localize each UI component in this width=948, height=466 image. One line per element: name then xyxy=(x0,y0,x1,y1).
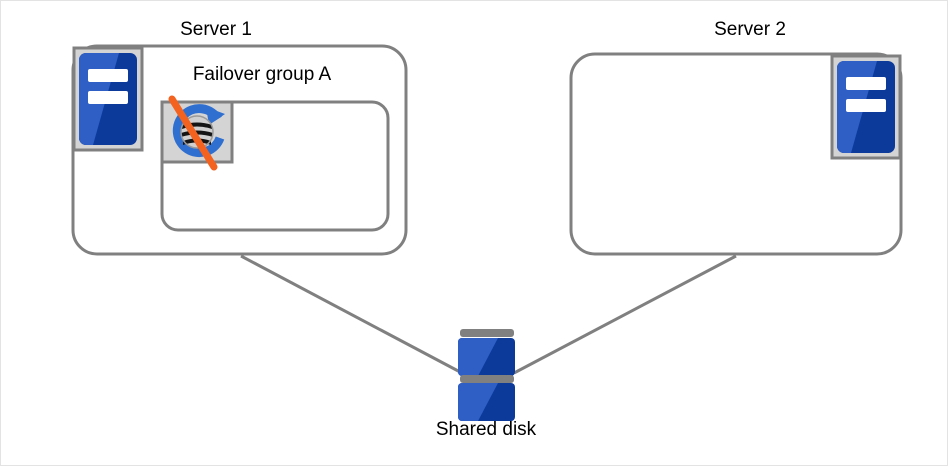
server-icon[interactable] xyxy=(830,54,902,160)
disabled-slash-icon xyxy=(168,95,218,171)
connection-lines xyxy=(240,254,737,375)
shared-disk-icon[interactable] xyxy=(458,329,515,421)
server1-label: Server 1 xyxy=(180,19,252,40)
connection-server2-shared-disk xyxy=(513,254,737,375)
failover-group-icon[interactable] xyxy=(160,95,234,171)
shared-disk-label: Shared disk xyxy=(435,419,537,440)
server-icon[interactable] xyxy=(72,46,144,152)
failover-group-label: Failover group A xyxy=(192,64,332,85)
server2-label: Server 2 xyxy=(714,19,786,40)
refresh-arrow-icon xyxy=(172,104,225,158)
connection-server1-shared-disk xyxy=(240,254,463,375)
